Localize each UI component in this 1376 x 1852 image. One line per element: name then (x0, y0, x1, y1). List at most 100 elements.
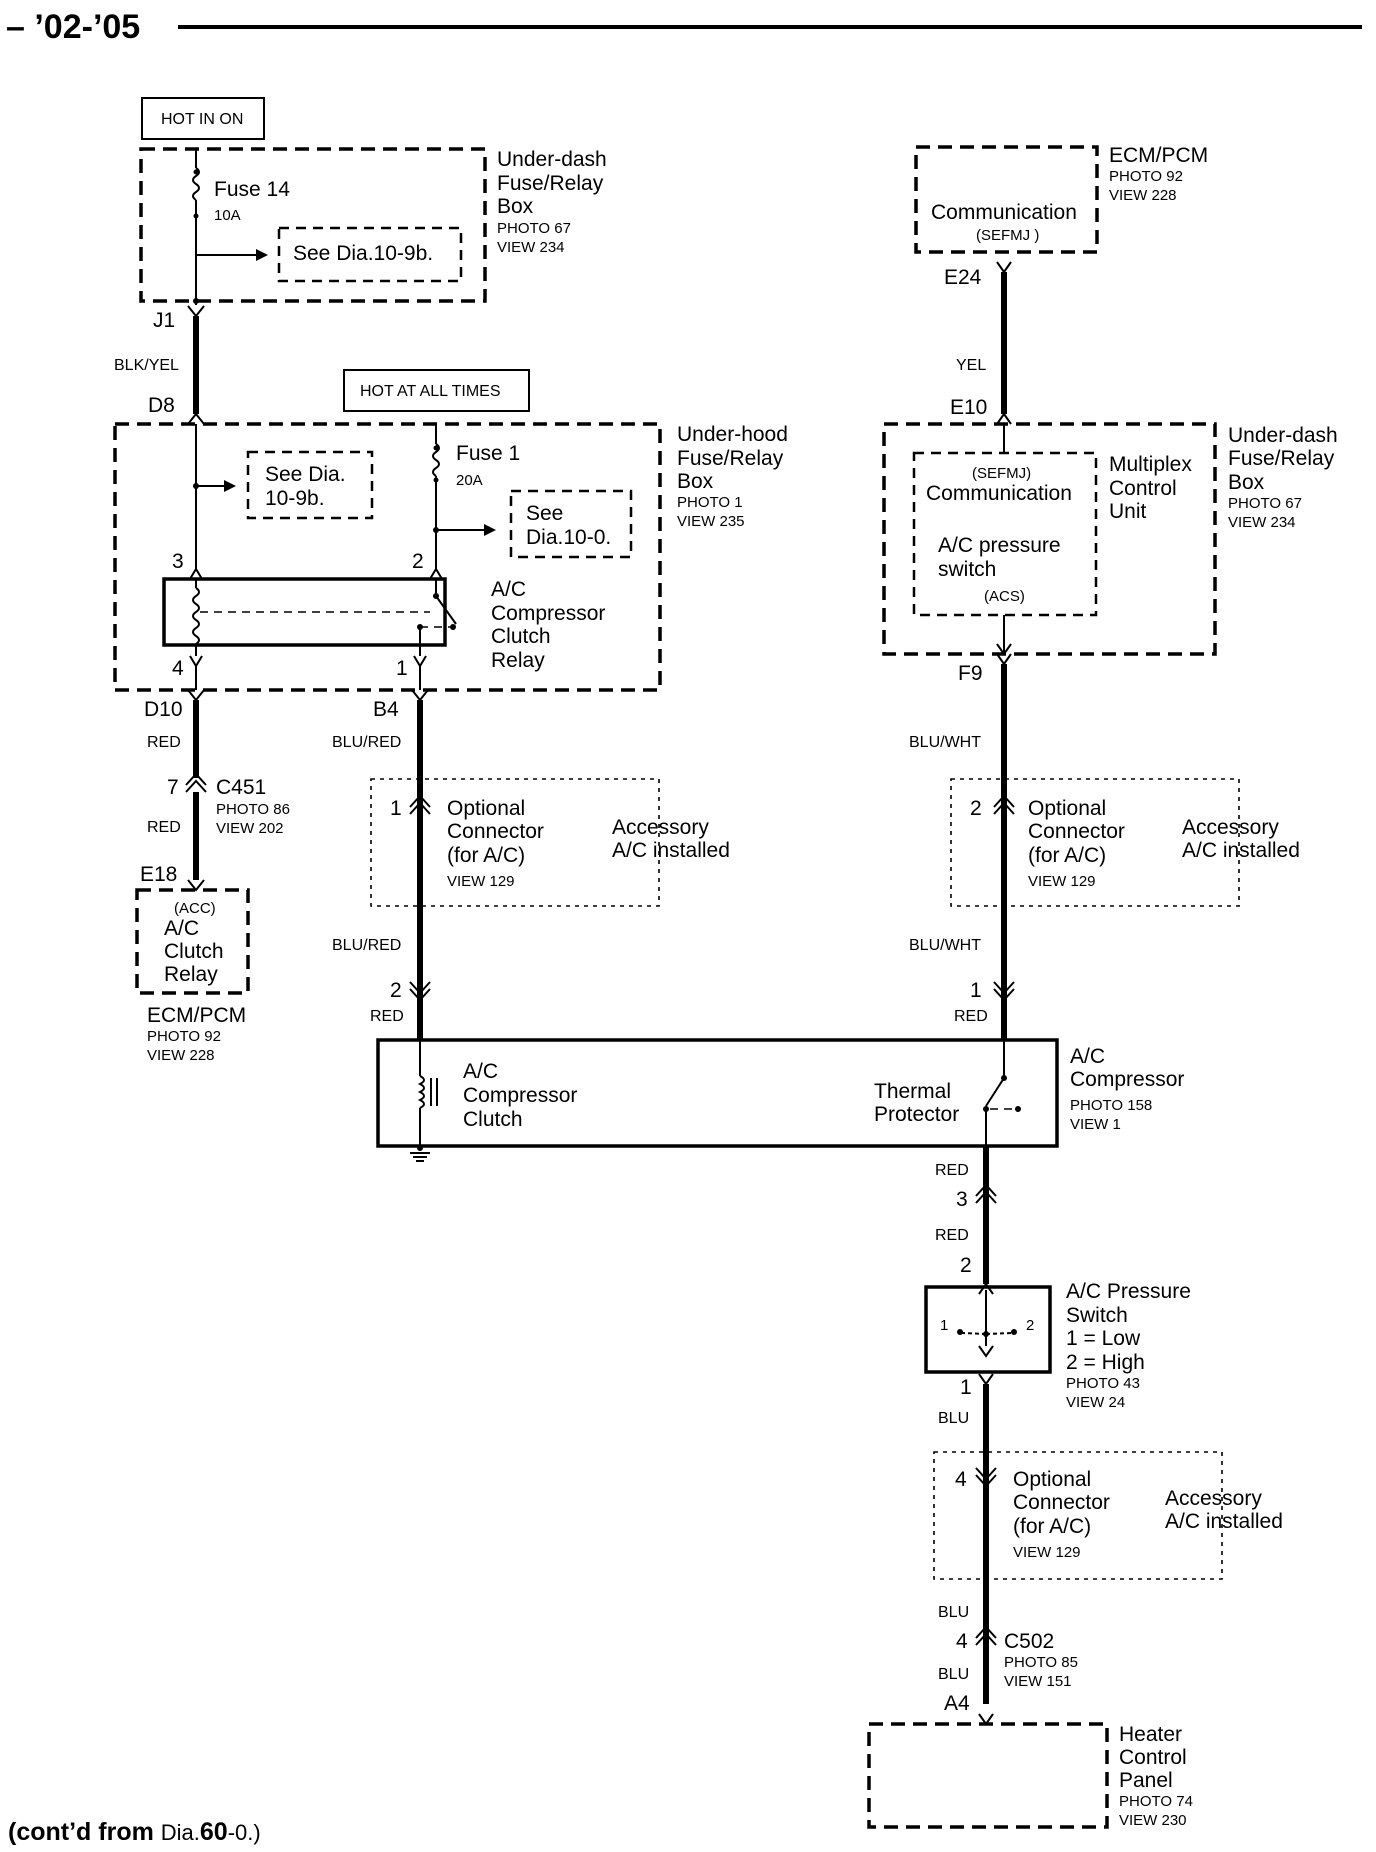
c451-view: VIEW 202 (216, 820, 284, 837)
pin-1-icon (413, 655, 427, 690)
wire-label-yel: YEL (956, 357, 986, 374)
clutch-label: A/C Compressor Clutch (463, 1060, 577, 1131)
pin-4: 4 (172, 657, 184, 680)
svg-text:Under-dash: Under-dash (497, 148, 607, 171)
svg-text:A/C: A/C (491, 578, 526, 601)
see-dia-10-9b-2-line2: 10-9b. (265, 487, 325, 510)
wire-label-blu: BLU (938, 1666, 969, 1683)
pin-2: 2 (412, 550, 424, 573)
hot-in-on-label: HOT IN ON (161, 111, 243, 128)
relay-label: A/C Compressor Clutch Relay (491, 578, 605, 672)
accessory-label-left: Accessory A/C installed (612, 816, 730, 862)
underhood-box (113, 422, 662, 692)
svg-text:(ACC): (ACC) (174, 900, 216, 917)
svg-text:(for A/C): (for A/C) (1013, 1515, 1091, 1538)
svg-text:Unit: Unit (1109, 500, 1147, 523)
c502-pin: 4 (956, 1630, 968, 1653)
accessory-label-bottom: Accessory A/C installed (1165, 1487, 1283, 1533)
pin-3: 3 (172, 550, 184, 573)
svg-text:Compressor: Compressor (463, 1084, 577, 1107)
ecm-top-code: (SEFMJ ) (976, 227, 1039, 244)
svg-text:Fuse/Relay: Fuse/Relay (497, 172, 604, 195)
wire-label-red: RED (954, 1008, 988, 1025)
connector-c451-icon (185, 772, 207, 793)
mcu-code-acs: (ACS) (984, 588, 1025, 605)
mcu-communication: Communication (926, 482, 1072, 505)
ac-pressure-switch-box (924, 1285, 1052, 1374)
wire-label-red: RED (370, 1008, 404, 1025)
optional-connector-right (950, 778, 1240, 907)
pressure-switch-pin-2-icon (978, 1282, 994, 1295)
svg-text:Compressor: Compressor (491, 602, 605, 625)
see-dia-10-9b-2-line1: See Dia. (265, 463, 346, 486)
svg-text:A/C: A/C (164, 917, 199, 940)
connector-icon (409, 981, 431, 1002)
svg-text:Fuse/Relay: Fuse/Relay (677, 447, 784, 470)
c502-name: C502 (1004, 1630, 1054, 1653)
wire-label-blu: BLU (938, 1604, 969, 1621)
svg-text:PHOTO 43: PHOTO 43 (1066, 1375, 1140, 1392)
svg-text:Box: Box (497, 195, 534, 218)
ecm-acc-label: (ACC) A/C Clutch Relay (164, 900, 224, 986)
svg-text:Optional: Optional (447, 797, 525, 820)
fuse-14-label: Fuse 14 (214, 178, 290, 201)
optional-connector-left (370, 778, 660, 907)
ecm-pcm-left-label: ECM/PCM PHOTO 92 VIEW 228 (147, 1004, 246, 1064)
wire-label-blu-wht: BLU/WHT (909, 937, 981, 954)
svg-text:VIEW 234: VIEW 234 (497, 239, 565, 256)
connector-icon (993, 794, 1015, 815)
pin-4-icon (189, 655, 203, 690)
mcu-output-icon (996, 615, 1012, 656)
svg-text:2 = High: 2 = High (1066, 1351, 1145, 1374)
terminal-e10-icon (996, 412, 1012, 453)
terminal-f9: F9 (958, 662, 983, 685)
connector-icon (993, 981, 1015, 1002)
svg-text:Box: Box (1228, 471, 1265, 494)
fuse-1-icon (432, 424, 440, 569)
heater-control-panel-box (867, 1722, 1109, 1829)
svg-text:1 = Low: 1 = Low (1066, 1327, 1141, 1350)
accessory-label-right: Accessory A/C installed (1182, 816, 1300, 862)
svg-text:Compressor: Compressor (1070, 1068, 1184, 1091)
opt-connector-bottom-label: Optional Connector (for A/C) VIEW 129 (1013, 1468, 1110, 1561)
ecm-pcm-top-label: ECM/PCM PHOTO 92 VIEW 228 (1109, 144, 1208, 204)
pin-3-icon (189, 567, 203, 580)
compressor-pin-3: 3 (956, 1188, 968, 1211)
wire-label-blk-yel: BLK/YEL (114, 357, 179, 374)
terminal-d10-icon (187, 689, 205, 702)
ac-compressor-clutch-relay (162, 577, 447, 647)
footer-note: (cont’d from Dia.60-0.) (8, 1818, 261, 1846)
svg-text:ECM/PCM: ECM/PCM (147, 1004, 246, 1027)
terminal-d8-icon (187, 412, 205, 425)
svg-text:A/C Pressure: A/C Pressure (1066, 1280, 1191, 1303)
mcu-switch-line1: A/C pressure (938, 534, 1061, 557)
mcu-switch-line2: switch (938, 558, 996, 581)
svg-text:ECM/PCM: ECM/PCM (1109, 144, 1208, 167)
pressure-switch-pos-2: 2 (1026, 1317, 1034, 1334)
see-dia-10-9b-box-2 (246, 450, 374, 520)
terminal-j1: J1 (153, 309, 175, 332)
see-dia-10-0-box (509, 489, 633, 559)
terminal-d8: D8 (148, 394, 175, 417)
svg-text:PHOTO 1: PHOTO 1 (677, 494, 743, 511)
see-dia-10-9b: See Dia.10-9b. (293, 242, 433, 265)
page-title: – ’02-’05 (6, 8, 140, 46)
svg-text:A/C: A/C (463, 1060, 498, 1083)
svg-text:VIEW 235: VIEW 235 (677, 513, 745, 530)
svg-text:Box: Box (677, 470, 714, 493)
svg-text:VIEW 1: VIEW 1 (1070, 1116, 1121, 1133)
ecm-pcm-acc-box (135, 888, 250, 995)
wire-label-blu-wht: BLU/WHT (909, 734, 981, 751)
hot-at-all-times-box (343, 369, 530, 412)
arrow-right-icon (196, 249, 268, 261)
svg-text:VIEW 129: VIEW 129 (447, 873, 515, 890)
hot-in-on-box (141, 97, 265, 140)
wire-label-red: RED (147, 819, 181, 836)
svg-text:A/C installed: A/C installed (1182, 839, 1300, 862)
ground-icon (410, 1145, 430, 1162)
terminal-e18-icon (187, 879, 205, 892)
svg-text:Connector: Connector (1013, 1491, 1110, 1514)
pin-2-icon (429, 567, 443, 580)
svg-text:Control: Control (1109, 477, 1177, 500)
connector-icon (975, 1183, 997, 1204)
